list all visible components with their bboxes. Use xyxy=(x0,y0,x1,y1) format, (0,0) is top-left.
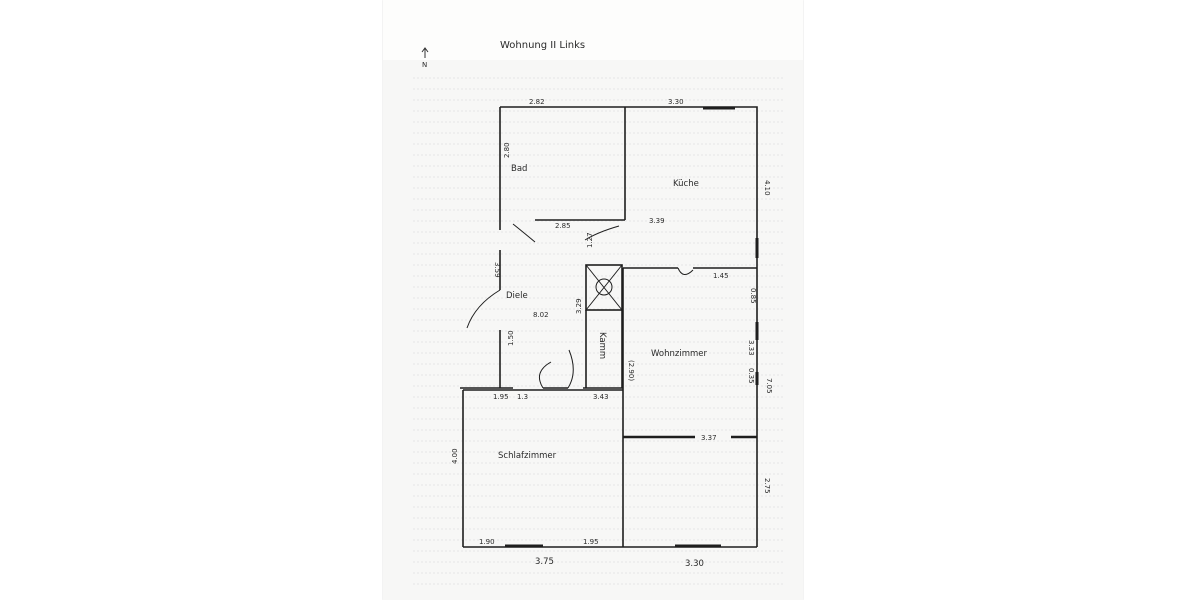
dimension-labels: 2.82 3.30 2.80 4.10 2.85 3.39 1.27 3.59 … xyxy=(451,98,773,569)
room-label-kammer: Kamm xyxy=(597,332,607,359)
dim-wohn-right-mid: 3.33 xyxy=(747,340,755,356)
ruled-lines xyxy=(413,77,783,585)
north-label: N xyxy=(422,61,427,69)
dim-shaft-top: 1.27 xyxy=(586,232,594,248)
windows xyxy=(505,106,759,548)
walls xyxy=(460,106,758,548)
scan-bleed xyxy=(383,0,803,60)
dim-schlaf-height: 4.00 xyxy=(451,448,459,464)
paper-sheet: N Wohnung II Links xyxy=(383,0,803,600)
dim-kueche-width: 3.39 xyxy=(649,217,665,225)
dim-wohn-inner-vertical: (2.90) xyxy=(627,360,635,381)
room-label-bad: Bad xyxy=(511,164,527,174)
dim-hall-left: 1.95 xyxy=(493,393,509,401)
dim-wohn-lower-height: 2.75 xyxy=(763,478,771,494)
dim-kammer-height: 3.29 xyxy=(575,298,583,314)
north-arrow: N xyxy=(421,47,429,69)
dim-diele-upper: 3.59 xyxy=(493,262,501,278)
sheet-title: Wohnung II Links xyxy=(500,40,585,51)
dim-kueche-height: 4.10 xyxy=(763,180,771,196)
dim-bottom-left-total: 3.75 xyxy=(535,557,554,567)
dim-hall-mid: 1.3 xyxy=(517,393,528,401)
dim-hall-right: 3.43 xyxy=(593,393,609,401)
dim-diele-lower: 1.50 xyxy=(507,330,515,346)
dim-wohn-right-lower: 0.35 xyxy=(747,368,755,384)
floor-plan: N Wohnung II Links xyxy=(383,0,803,585)
dim-top-left: 2.82 xyxy=(529,98,545,106)
dim-wohn-right-upper: 0.85 xyxy=(749,288,757,304)
dim-bad-width: 2.85 xyxy=(555,222,571,230)
dim-wohn-right-total: 7.05 xyxy=(765,378,773,394)
room-label-diele: Diele xyxy=(506,291,528,301)
dim-wohn-wall: 1.45 xyxy=(713,272,729,280)
shaft-symbol xyxy=(585,264,623,311)
room-label-wohnzimmer: Wohnzimmer xyxy=(651,349,707,359)
room-label-schlafzimmer: Schlafzimmer xyxy=(498,451,557,461)
dim-bad-height: 2.80 xyxy=(503,142,511,158)
dim-top-right: 3.30 xyxy=(668,98,684,106)
dim-wohn-inner-width: 3.37 xyxy=(701,434,717,442)
dim-bottom-left-a: 1.90 xyxy=(479,538,495,546)
door-swings xyxy=(466,223,694,389)
dim-diele-area: 8.02 xyxy=(533,311,549,319)
dim-bottom-left-b: 1.95 xyxy=(583,538,599,546)
dim-bottom-right: 3.30 xyxy=(685,559,704,569)
room-label-kueche: Küche xyxy=(673,179,699,189)
